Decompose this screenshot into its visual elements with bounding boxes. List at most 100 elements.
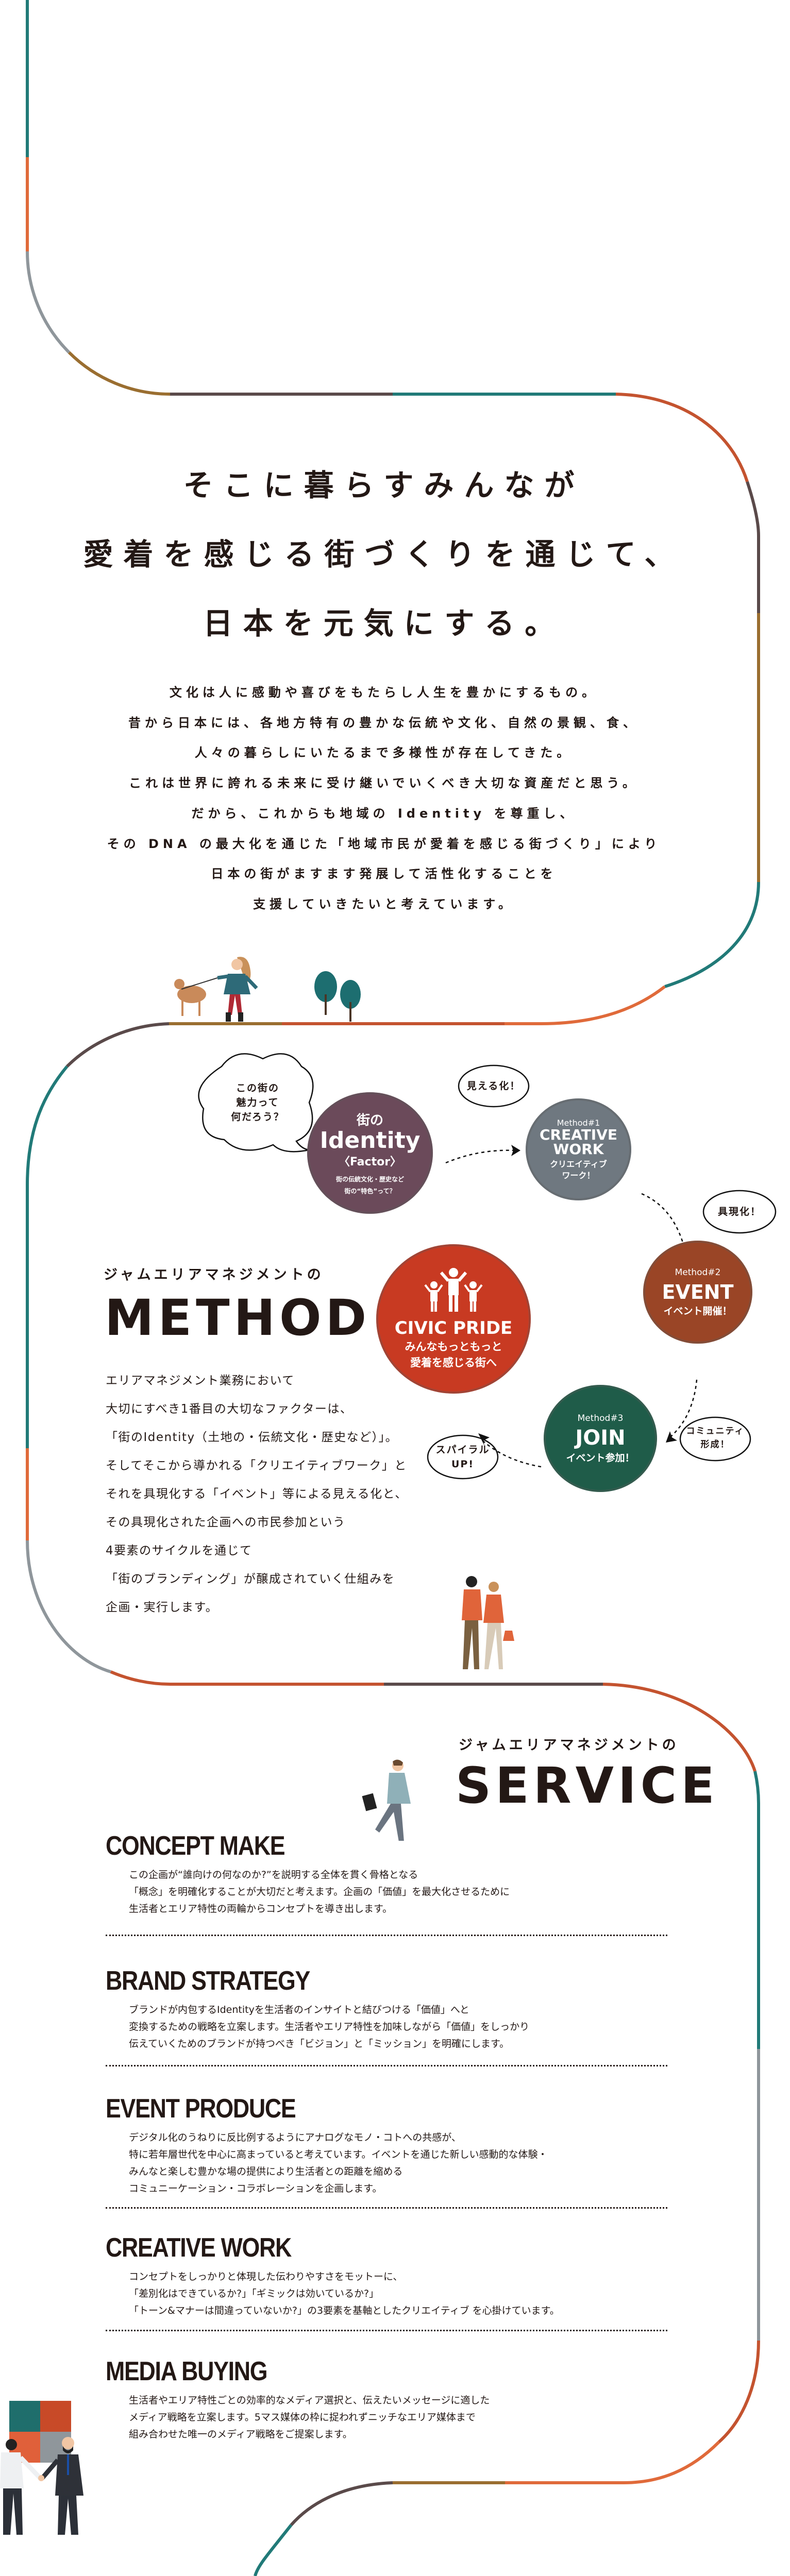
creative-work-circle: Method#1 CREATIVE WORK クリエイティブ ワーク！ (526, 1098, 631, 1200)
arrowhead-icon (666, 1431, 677, 1443)
service-item-line: 「差別化はできているか?」「ギミックは効いているか?」 (129, 2288, 379, 2299)
body-line: だから、これからも地域の Identity を尊重し、 (191, 806, 577, 821)
bubble-line: UP! (451, 1459, 475, 1470)
track-segment (68, 351, 171, 396)
dotted-arrow-identity-to-creative (445, 1149, 516, 1164)
service-item-line: みんなと楽しむ豊かな場の提供により生活者との距離を縮める (129, 2166, 403, 2177)
track-segment (26, 1540, 111, 1673)
bubble-line: スパイラル (435, 1444, 490, 1455)
method-label: Method#2 (675, 1267, 721, 1278)
service-title: SERVICE (456, 1757, 719, 1815)
dotted-divider (106, 2065, 667, 2066)
service-item-title: BRAND STRATEGY (106, 1966, 310, 1996)
track-segment (615, 393, 749, 482)
method-label: Method#1 (557, 1117, 600, 1128)
body-line: 昔から日本には、各地方特有の豊かな伝統や文化、自然の景観、食、 (128, 715, 640, 730)
body-line: 支援していきたいと考えています。 (253, 896, 515, 911)
service-item-line: 「概念」を明確化することが大切だと考えます。企画の「価値」を最大化させるために (129, 1886, 510, 1897)
service-item-line: 特に若年層世代を中心に高まっていると考えています。イベントを通じた新しい感動的な… (129, 2149, 548, 2160)
track-segment (753, 1771, 760, 2049)
body-line: それを具現化する「イベント」等による見える化と、 (106, 1487, 408, 1501)
headline-line: 愛着を感じる街づくりを通じて、 (83, 537, 685, 572)
civic-sub: みんなもっともっと (405, 1341, 502, 1353)
dotted-divider (106, 2330, 667, 2331)
bubble-line: この街の (236, 1082, 279, 1094)
service-item-line: 生活者やエリア特性ごとの効率的なメディア選択と、伝えたいメッセージに適した (129, 2395, 490, 2406)
woman-walking-dog-illustration (174, 957, 361, 1022)
bubble-line: コミュニティ (686, 1426, 745, 1436)
service-item-line: コミュニーケーション・コラボレーションを企画します。 (129, 2183, 382, 2194)
body-line: 大切にすべき1番目の大切なファクターは、 (106, 1402, 353, 1416)
body-line: エリアマネジメント業務において (106, 1374, 295, 1387)
arrowhead-icon (478, 1433, 490, 1446)
method-sub: ワーク！ (562, 1170, 595, 1180)
identity-desc: 街の“特色”って？ (344, 1187, 396, 1195)
civic-title: CIVIC PRIDE (394, 1318, 513, 1338)
track-segment (746, 481, 760, 613)
track-segment (26, 0, 29, 157)
dotted-divider (106, 1935, 667, 1936)
method-title-line: EVENT (662, 1280, 734, 1303)
body-line: 文化は人に感動や喜びをもたらし人生を豊かにするもの。 (169, 685, 599, 700)
service-item-line: ブランドが内包するIdentityを生活者のインサイトと結びつける「価値」へと (129, 2004, 469, 2015)
service-item-media-buying: MEDIA BUYING 生活者やエリア特性ごとの効率的なメディア選択と、伝えた… (106, 2357, 667, 2443)
identity-sub: 〈Factor〉 (338, 1155, 402, 1168)
civic-sub: 愛着を感じる街へ (410, 1357, 497, 1369)
method-body: エリアマネジメント業務において 大切にすべき1番目の大切なファクターは、 「街の… (106, 1367, 408, 1622)
service-item-line: 組み合わせた唯一のメディア戦略をご提案します。 (129, 2429, 352, 2440)
body-line: 「街のブランディング」が醸成されていく仕組みを (106, 1572, 395, 1586)
identity-line1: 街の (356, 1112, 383, 1128)
bubble-line: 何だろう？ (231, 1111, 284, 1123)
track-segment (110, 1670, 384, 1686)
service-item-title: EVENT PRODUCE (106, 2094, 296, 2124)
service-item-title: MEDIA BUYING (106, 2357, 268, 2386)
body-line: そしてそこから導かれる「クリエイティブワーク」と (106, 1459, 407, 1472)
service-item-brand-strategy: BRAND STRATEGY ブランドが内包するIdentityを生活者のインサ… (106, 1967, 667, 2053)
body-line: 日本の街がますます発展して活性化することを (211, 867, 557, 882)
method-sub: クリエイティブ (550, 1159, 607, 1169)
bubble-embody-text: 具現化！ (717, 1206, 761, 1217)
people-cheering-icon (424, 1268, 483, 1312)
join-circle: Method#3 JOIN イベント参加！ (544, 1385, 657, 1492)
track-segment (25, 251, 71, 354)
couple-walking-illustration (462, 1576, 514, 1669)
speech-bubble-question (198, 1053, 314, 1153)
bubble-spiral-text: スパイラル UP! (428, 1443, 498, 1471)
identity-circle: 街の Identity 〈Factor〉 街の伝統文化・歴史など 街の“特色”っ… (307, 1092, 433, 1214)
service-item-event-produce: EVENT PRODUCE デジタル化のうねりに反比例するようにアナログなモノ・… (106, 2094, 667, 2197)
body-line: その具現化された企画への市民参加という (106, 1516, 346, 1529)
service-item-creative-work: CREATIVE WORK コンセプトをしっかりと体現した伝わりやすさをモットー… (106, 2233, 667, 2319)
service-item-line: 変換するための戦略を立案します。生活者やエリア特性を加味しながら「価値」をしっか… (129, 2021, 530, 2032)
hero-headline: そこに暮らすみんなが 愛着を感じる街づくりを通じて、 日本を元気にする。 (0, 451, 768, 658)
service-item-line: 伝えていくためのブランドが持つべき「ビジョン」と「ミッション」を明確にします。 (129, 2038, 510, 2049)
speech-bubble-community (679, 1416, 751, 1462)
dotted-arrow-creative-to-event (641, 1193, 686, 1252)
service-item-concept-make: CONCEPT MAKE この企画が“誰向けの何なのか?”を説明する全体を貫く骨… (106, 1832, 667, 1918)
method-label: Method#3 (577, 1413, 624, 1423)
puzzle-handshake-illustration (0, 2401, 83, 2535)
bubble-line: 魅力って (236, 1097, 279, 1108)
speech-bubble-visualize (458, 1064, 530, 1108)
service-item-line: メディア戦略を立案します。5マス媒体の枠に捉われずニッチなエリア媒体まで (129, 2412, 476, 2423)
body-line: その DNA の最大化を通じた「地域市民が愛着を感じる街づくり」により (107, 836, 661, 851)
method-sub: イベント開催！ (663, 1305, 732, 1317)
service-item-line: この企画が“誰向けの何なのか?”を説明する全体を貫く骨格となる (129, 1869, 418, 1880)
body-line: 「街のIdentity（土地の・伝統文化・歴史など）」。 (106, 1431, 398, 1444)
body-line: 企画・実行します。 (106, 1601, 218, 1614)
track-segment (254, 2524, 293, 2576)
method-title-line: JOIN (575, 1426, 626, 1450)
dotted-arrow-event-to-join (669, 1379, 698, 1438)
service-item-line: 「トーン&マナーは間違っていないか?」の3要素を基軸としたクリエイティブ を心掛… (129, 2305, 560, 2316)
body-line: 人々の暮らしにいたるまで多様性が存在してきた。 (194, 745, 574, 760)
service-item-line: 生活者とエリア特性の両輪からコンセプトを導き出します。 (129, 1903, 393, 1914)
headline-line: 日本を元気にする。 (203, 606, 565, 641)
bubble-community-text: コミュニティ 形成！ (680, 1425, 750, 1451)
method-sub: イベント参加！ (566, 1452, 635, 1464)
civic-pride-circle: CIVIC PRIDE みんなもっともっと 愛着を感じる街へ (376, 1244, 531, 1394)
body-line: これは世界に誇れる未来に受け継いでいくべき大切な資産だと思う。 (129, 776, 639, 791)
speech-bubble-spiral (427, 1434, 499, 1480)
service-item-title: CONCEPT MAKE (106, 1831, 285, 1861)
track-segment (505, 985, 666, 1025)
